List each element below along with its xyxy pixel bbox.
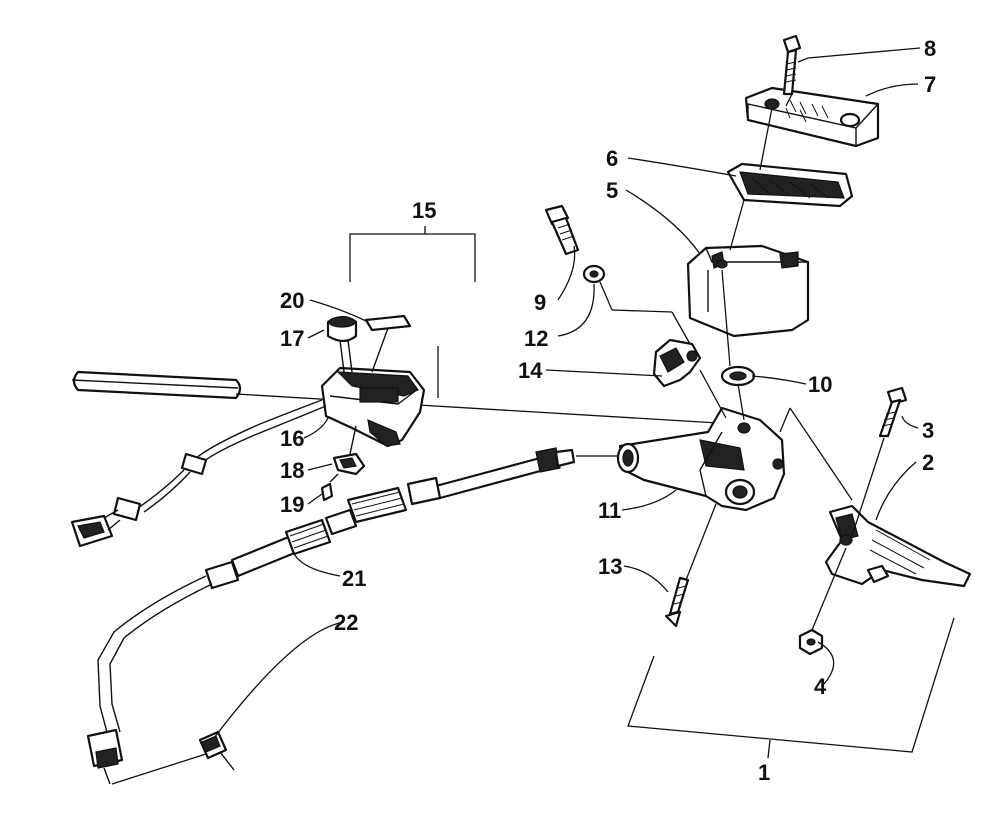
reservoir bbox=[686, 244, 810, 338]
brake-hose bbox=[86, 447, 576, 785]
handlebar-clamp bbox=[652, 338, 702, 388]
switch-plug bbox=[326, 315, 358, 373]
switch-housing-bracket bbox=[349, 226, 476, 398]
assembly-axis-lines bbox=[111, 93, 885, 785]
cover-screw bbox=[782, 34, 802, 96]
callout-11: 11 bbox=[598, 498, 621, 523]
callout-6: 6 bbox=[606, 146, 618, 171]
callout-8: 8 bbox=[924, 36, 936, 61]
switch-wire-harness bbox=[70, 399, 327, 548]
assembly-bracket-1 bbox=[627, 617, 955, 759]
callout-19: 19 bbox=[280, 492, 304, 517]
callout-12: 12 bbox=[524, 326, 548, 351]
pivot-screw bbox=[664, 576, 690, 628]
switch-screw bbox=[320, 473, 339, 502]
callout-21: 21 bbox=[342, 566, 366, 591]
callout-17: 17 bbox=[280, 326, 304, 351]
callout-5: 5 bbox=[606, 178, 618, 203]
callout-4: 4 bbox=[814, 674, 827, 699]
switch-housing bbox=[320, 366, 426, 448]
reservoir-cover bbox=[744, 86, 880, 148]
callout-7: 7 bbox=[924, 72, 936, 97]
callout-16: 16 bbox=[280, 426, 304, 451]
clamp-bolt bbox=[544, 204, 580, 256]
handlebar-tube bbox=[71, 370, 719, 424]
callout-leaders bbox=[213, 47, 921, 739]
master-cylinder-body bbox=[616, 406, 786, 512]
callout-10: 10 bbox=[808, 372, 832, 397]
brake-hose-fitting bbox=[198, 730, 235, 771]
callout-14: 14 bbox=[518, 358, 543, 383]
switch-clip bbox=[332, 425, 366, 476]
callout-13: 13 bbox=[598, 554, 622, 579]
reservoir-diaphragm bbox=[726, 162, 854, 208]
switch-gasket bbox=[364, 314, 412, 373]
callout-2: 2 bbox=[922, 450, 934, 475]
lever-nut bbox=[798, 628, 824, 656]
reservoir-grommet bbox=[720, 365, 756, 387]
callout-3: 3 bbox=[922, 418, 934, 443]
lever-pivot-bolt bbox=[878, 386, 908, 438]
callout-1: 1 bbox=[758, 760, 770, 785]
callout-22: 22 bbox=[334, 610, 358, 635]
clamp-washer bbox=[582, 264, 606, 284]
callout-15: 15 bbox=[412, 198, 436, 223]
brake-lever bbox=[824, 504, 972, 588]
callout-9: 9 bbox=[534, 290, 546, 315]
callout-labels: 1 2 3 4 5 6 7 8 9 10 11 12 13 14 15 16 1… bbox=[280, 36, 936, 785]
callout-18: 18 bbox=[280, 458, 304, 483]
callout-20: 20 bbox=[280, 288, 304, 313]
